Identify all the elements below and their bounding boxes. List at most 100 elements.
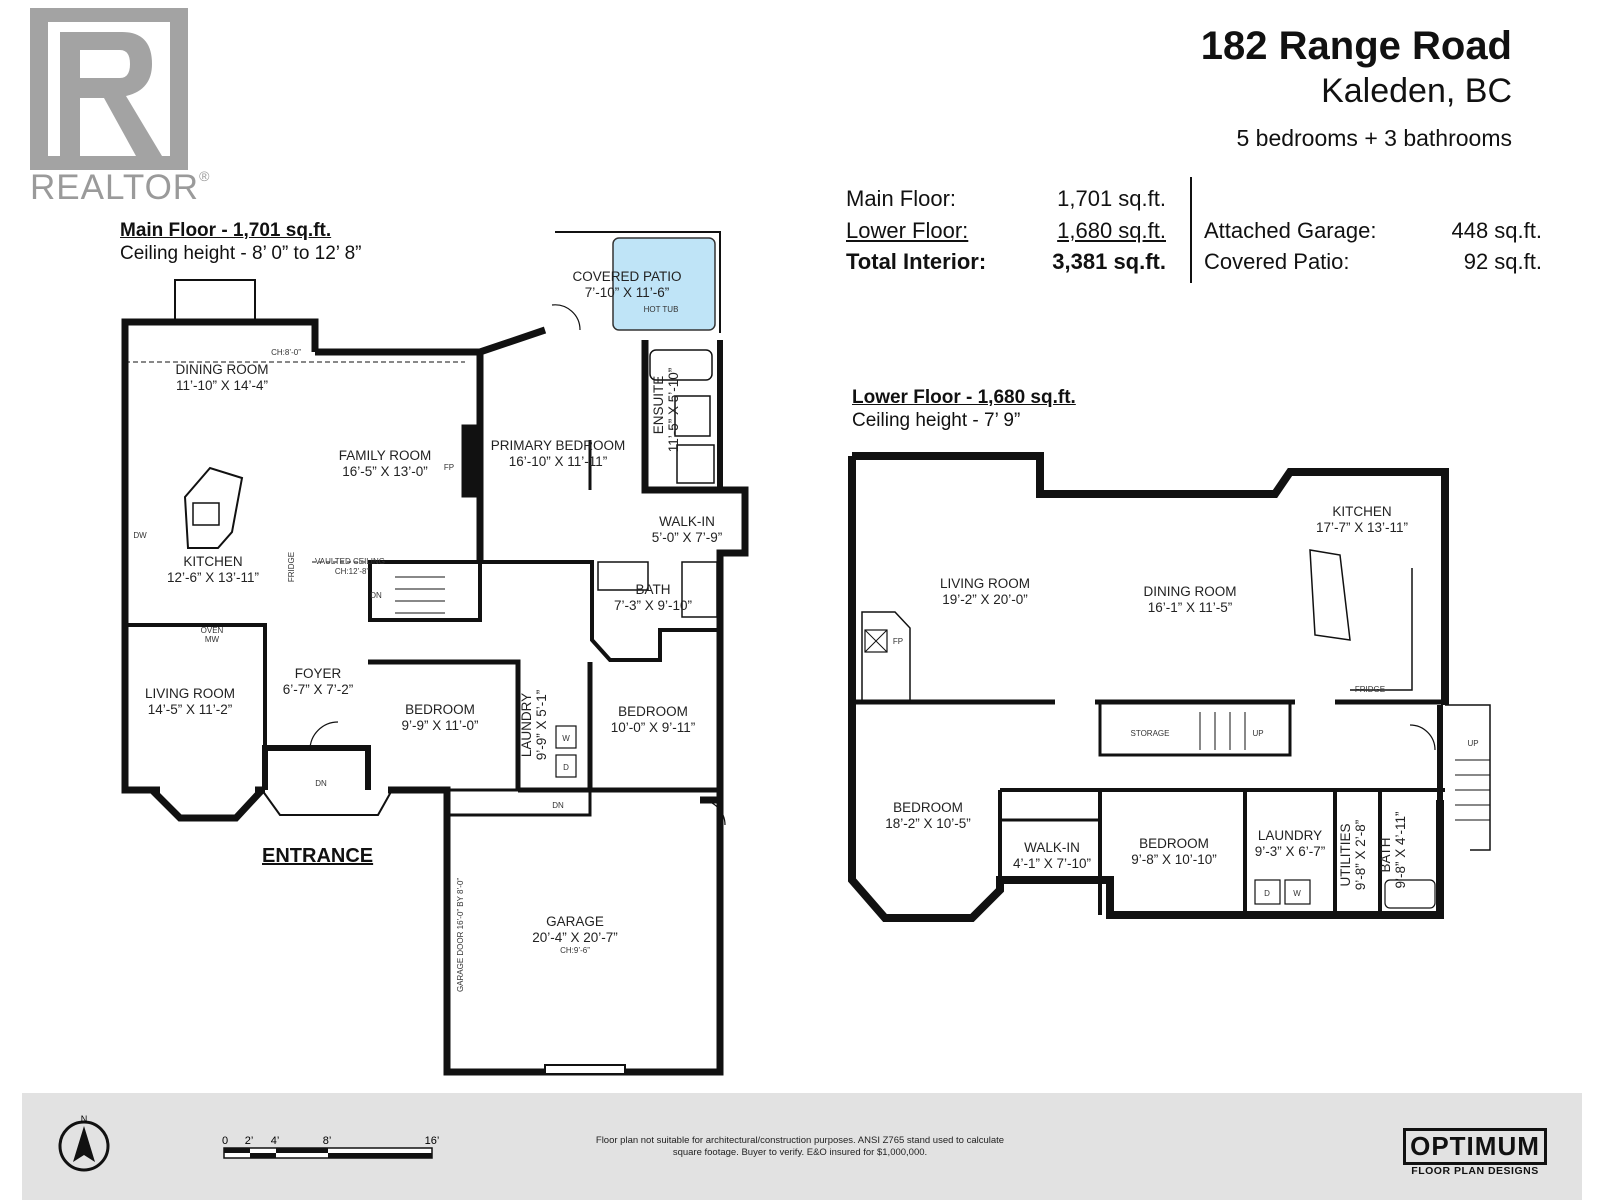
bath-dims: 7’-3” X 9’-10” bbox=[614, 598, 692, 613]
primary-bedroom-dims: 16’-10” X 11’-11” bbox=[509, 454, 608, 469]
lower-fireplace-note: FP bbox=[893, 637, 903, 646]
lower-dining-room-dims: 16’-1” X 11’-5” bbox=[1148, 600, 1233, 615]
lower-kitchen-dims: 17’-7” X 13’-11” bbox=[1316, 520, 1408, 535]
lower-living-room-label: LIVING ROOM bbox=[940, 576, 1030, 591]
lower-laundry-dims: 9’-3” X 6’-7” bbox=[1255, 844, 1326, 859]
scale-label-4: 4’ bbox=[271, 1135, 280, 1147]
lower-walk-in-dims: 4’-1” X 7’-10” bbox=[1013, 856, 1091, 871]
front-steps-down-note: DN bbox=[315, 779, 327, 788]
lower-floor-title: Lower Floor - 1,680 sq.ft. bbox=[852, 387, 1076, 408]
garage-dims: 20’-4” X 20’-7” bbox=[532, 930, 618, 945]
total-interior-label: Total Interior: bbox=[846, 249, 987, 274]
hot-tub-icon bbox=[612, 237, 716, 331]
utilities-dims: 9’-8” X 2’-8” bbox=[1353, 820, 1368, 891]
property-address: 182 Range Road bbox=[1200, 24, 1512, 68]
scale-label-0: 0 bbox=[222, 1135, 228, 1147]
lower-bedroom-1-dims: 18’-2” X 10’-5” bbox=[885, 816, 971, 831]
entrance-label: ENTRANCE bbox=[262, 845, 374, 867]
area-stats: Main Floor: 1,701 sq.ft. Lower Floor: 1,… bbox=[0, 0, 1600, 300]
primary-bedroom-label: PRIMARY BEDROOM bbox=[491, 438, 626, 453]
lower-stairs-up-note: UP bbox=[1252, 729, 1263, 738]
patio-value: 92 sq.ft. bbox=[1463, 249, 1542, 274]
main-floor-title: Main Floor - 1,701 sq.ft. bbox=[120, 220, 332, 241]
optimum-logo: OPTIMUM FLOOR PLAN DESIGNS bbox=[1400, 1128, 1550, 1177]
lower-floor-label: Lower Floor: bbox=[846, 218, 969, 243]
realtor-wordmark: REALTOR® bbox=[30, 168, 211, 207]
lower-floor-value: 1,680 sq.ft. bbox=[1057, 218, 1166, 243]
family-room-dims: 16’-5” X 13’-0” bbox=[342, 464, 428, 479]
lower-fridge-note: FRIDGE bbox=[1355, 685, 1385, 694]
optimum-subtitle: FLOOR PLAN DESIGNS bbox=[1411, 1165, 1539, 1177]
garage-label: Attached Garage: bbox=[1204, 218, 1377, 243]
covered-patio-dims: 7’-10” X 11’-6” bbox=[585, 285, 670, 300]
bed-bath-summary: 5 bedrooms + 3 bathrooms bbox=[1236, 125, 1512, 151]
scale-bar: 0 2’ 4’ 8’ 16’ bbox=[222, 1135, 440, 1159]
exterior-stairs-up-note: UP bbox=[1467, 739, 1478, 748]
lower-kitchen-label: KITCHEN bbox=[1332, 504, 1391, 519]
ensuite-label: ENSUITE bbox=[651, 376, 666, 435]
kitchen-label: KITCHEN bbox=[183, 554, 242, 569]
oven-note: OVEN bbox=[201, 626, 224, 635]
lower-washer-note: W bbox=[1293, 889, 1301, 898]
laundry-main-dims: 9’-9” X 5’-1” bbox=[534, 690, 549, 761]
scale-label-16: 16’ bbox=[425, 1135, 440, 1147]
walk-in-dims: 5’-0” X 7’-9” bbox=[652, 530, 723, 545]
walk-in-label: WALK-IN bbox=[659, 514, 715, 529]
optimum-brand: OPTIMUM bbox=[1403, 1128, 1547, 1165]
disclaimer-text: Floor plan not suitable for architectura… bbox=[595, 1135, 1005, 1159]
lower-living-room-dims: 19’-2” X 20’-0” bbox=[942, 592, 1028, 607]
bedroom-main-1-label: BEDROOM bbox=[405, 702, 475, 717]
main-floor-plan bbox=[121, 231, 749, 1076]
ceiling-note-8: CH:8’-0” bbox=[271, 348, 301, 357]
stats-divider bbox=[1190, 177, 1192, 283]
realtor-logo bbox=[30, 8, 188, 170]
lower-bath-label: BATH bbox=[1378, 837, 1393, 872]
covered-patio-label: COVERED PATIO bbox=[572, 269, 681, 284]
lower-bath-dims: 9’-8” X 4’-11” bbox=[1393, 811, 1408, 888]
lower-dryer-note: D bbox=[1264, 889, 1270, 898]
compass-north-label: N bbox=[81, 1114, 88, 1124]
lower-bedroom-2-label: BEDROOM bbox=[1139, 836, 1209, 851]
scale-label-8: 8’ bbox=[323, 1135, 332, 1147]
garage-value: 448 sq.ft. bbox=[1451, 218, 1542, 243]
laundry-steps-down-note: DN bbox=[552, 801, 564, 810]
dryer-note: D bbox=[563, 763, 569, 772]
hot-tub-label: HOT TUB bbox=[644, 305, 679, 314]
stairs-down-note: DN bbox=[370, 591, 382, 600]
laundry-main-label: LAUNDRY bbox=[519, 693, 534, 757]
utilities-label: UTILITIES bbox=[1338, 823, 1353, 886]
kitchen-dims: 12’-6” X 13’-11” bbox=[167, 570, 259, 585]
family-room-label: FAMILY ROOM bbox=[339, 448, 432, 463]
compass-icon: N bbox=[58, 1114, 110, 1172]
foyer-dims: 6’-7” X 7’-2” bbox=[283, 682, 354, 697]
fridge-note: FRIDGE bbox=[287, 552, 296, 582]
lower-laundry-label: LAUNDRY bbox=[1258, 828, 1322, 843]
garage-ceiling-note: CH:9’-6” bbox=[560, 946, 590, 955]
dishwasher-note: DW bbox=[133, 531, 147, 540]
lower-dining-room-label: DINING ROOM bbox=[1144, 584, 1237, 599]
washer-note: W bbox=[562, 734, 570, 743]
main-floor-label: Main Floor: bbox=[846, 186, 957, 211]
bedroom-main-2-label: BEDROOM bbox=[618, 704, 688, 719]
patio-label: Covered Patio: bbox=[1204, 249, 1350, 274]
microwave-note: MW bbox=[205, 635, 220, 644]
lower-bedroom-2-dims: 9’-8” X 10’-10” bbox=[1131, 852, 1217, 867]
lower-bedroom-1-label: BEDROOM bbox=[893, 800, 963, 815]
storage-note: STORAGE bbox=[1131, 729, 1170, 738]
ceiling-note-12: CH:12’-8” bbox=[335, 567, 370, 576]
bedroom-main-1-dims: 9’-9” X 11’-0” bbox=[401, 718, 478, 733]
vaulted-ceiling-note: VAULTED CEILING bbox=[315, 557, 385, 566]
total-interior-value: 3,381 sq.ft. bbox=[1052, 249, 1166, 274]
lower-floor-plan bbox=[848, 452, 1491, 922]
property-city: Kaleden, BC bbox=[1321, 72, 1512, 110]
living-room-dims: 14’-5” X 11’-2” bbox=[148, 702, 233, 717]
garage-label: GARAGE bbox=[546, 914, 604, 929]
main-floor-ceiling: Ceiling height - 8’ 0” to 12’ 8” bbox=[120, 243, 362, 264]
ensuite-dims: 11’-5” X 5’-10” bbox=[666, 368, 681, 453]
bath-label: BATH bbox=[635, 582, 670, 597]
lower-floor-ceiling: Ceiling height - 7’ 9” bbox=[852, 410, 1021, 431]
living-room-label: LIVING ROOM bbox=[145, 686, 235, 701]
footer-bar bbox=[22, 1093, 1582, 1200]
garage-door-note: GARAGE DOOR 16’-0” BY 8’-0” bbox=[456, 878, 465, 992]
